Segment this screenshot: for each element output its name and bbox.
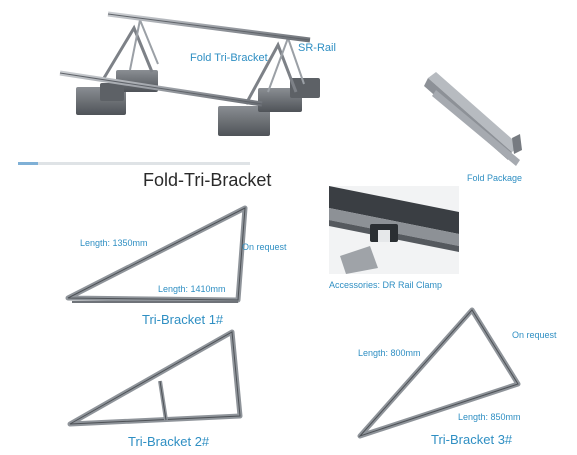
bracket1-length-a: Length: 1350mm: [80, 238, 148, 248]
bracket1-name: Tri-Bracket 1#: [142, 312, 224, 327]
rail-clamp-image: [329, 186, 459, 274]
bracket3-name: Tri-Bracket 3#: [431, 432, 513, 447]
bracket3-length-b: Length: 850mm: [458, 412, 521, 422]
bracket2-name: Tri-Bracket 2#: [128, 434, 210, 449]
tri-bracket-2-image: [67, 329, 243, 427]
bracket3-length-a: Length: 800mm: [358, 348, 421, 358]
section-divider-accent: [18, 162, 38, 165]
bracket3-note: On request: [512, 330, 557, 340]
rail-clamp-label: Accessories: DR Rail Clamp: [329, 280, 443, 290]
tri-bracket-1-image: [65, 205, 248, 303]
tri-bracket-3-image: [357, 307, 521, 439]
bracket1-length-b: Length: 1410mm: [158, 284, 226, 294]
section-divider: [18, 162, 250, 165]
sr-rail-label: SR-Rail: [298, 42, 336, 54]
fold-package-label: Fold Package: [467, 173, 523, 183]
page-title: Fold-Tri-Bracket: [143, 170, 272, 190]
bracket1-note: On request: [242, 242, 287, 252]
fold-tri-bracket-label: Fold Tri-Bracket: [190, 52, 268, 64]
fold-package-image: [424, 72, 522, 166]
mounting-assembly-image: [59, 11, 320, 136]
